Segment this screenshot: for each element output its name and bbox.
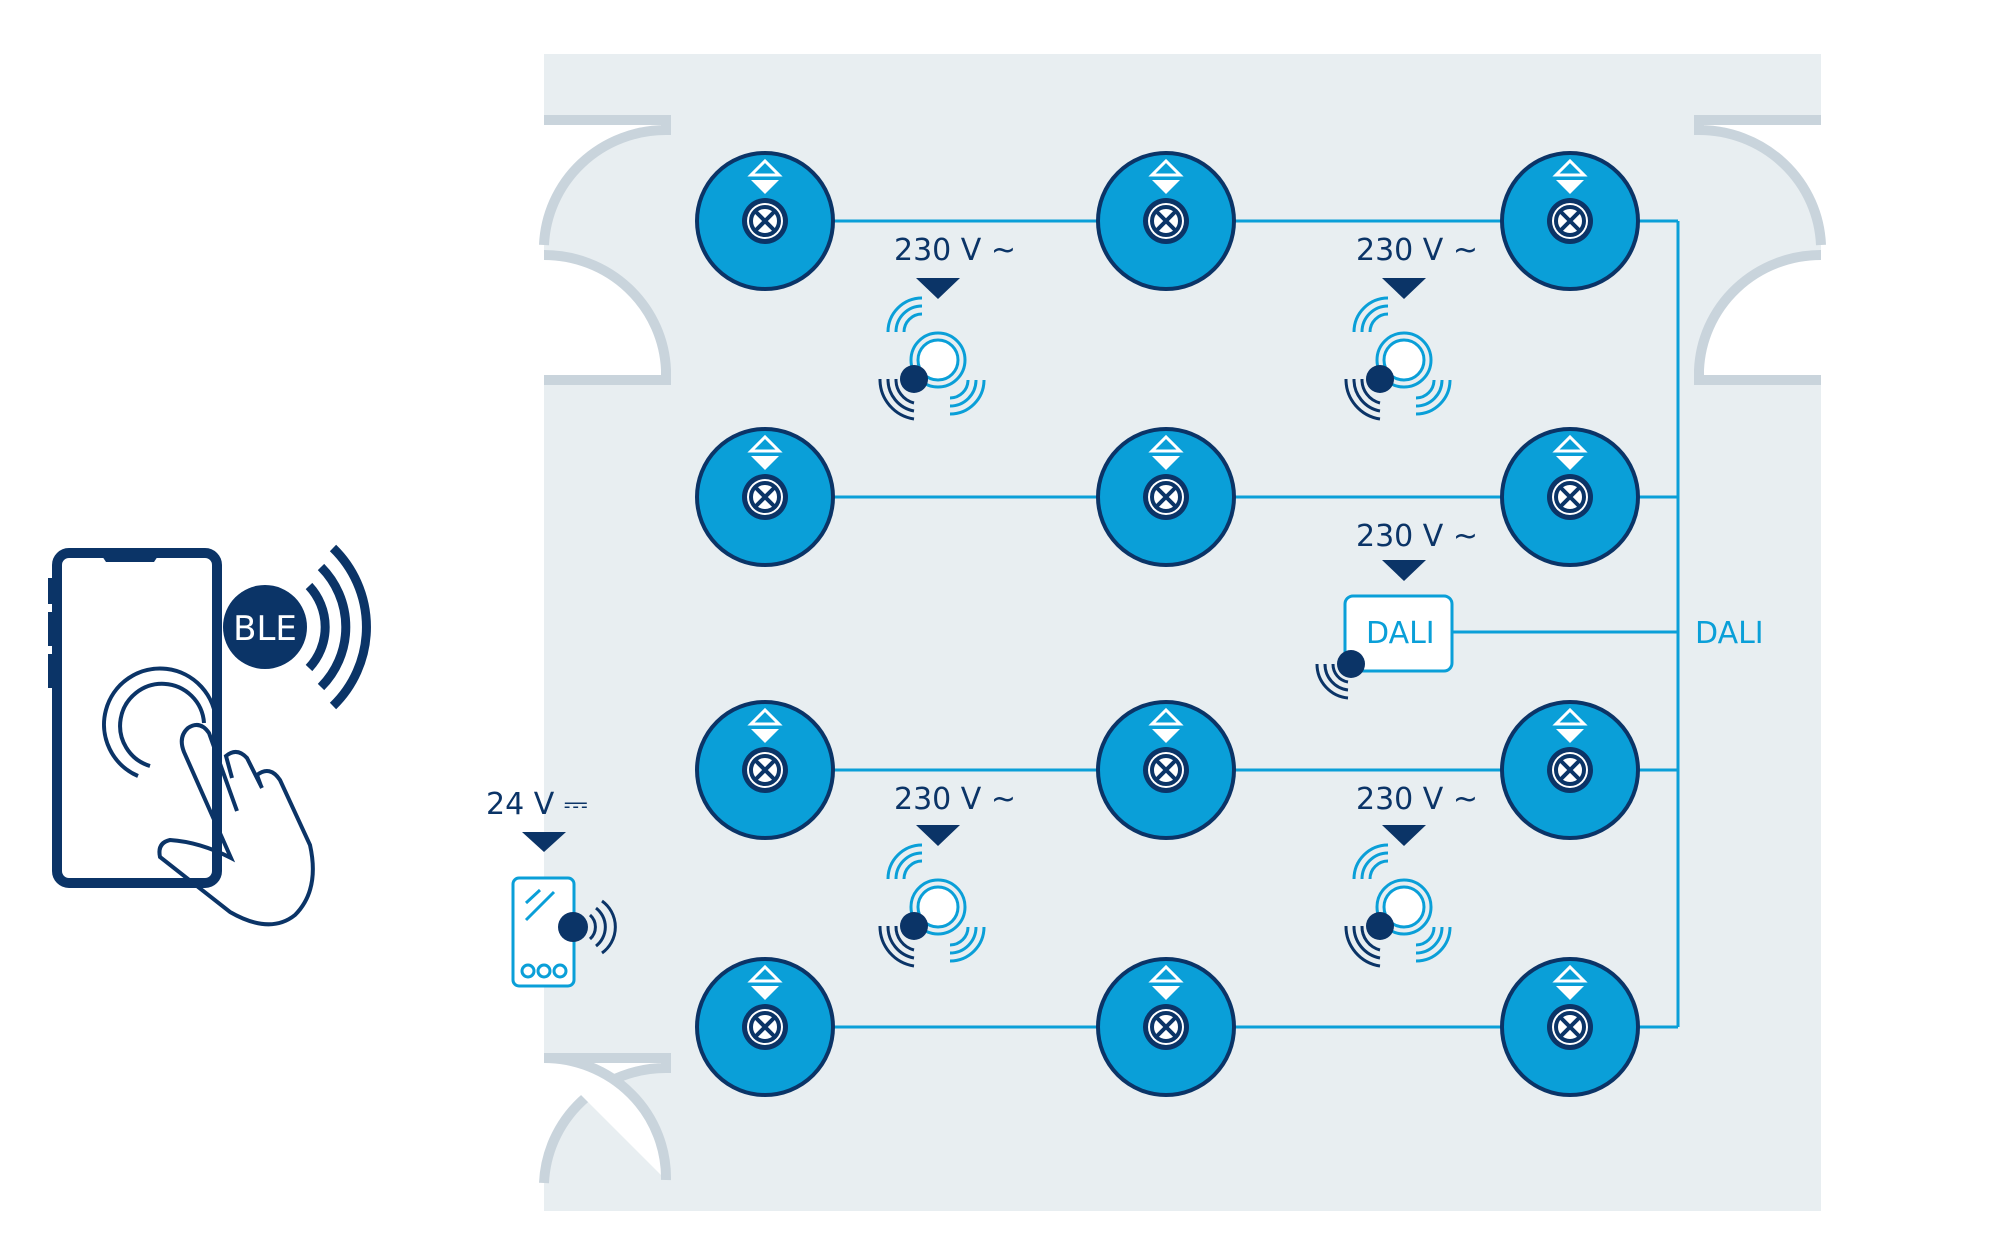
power-arrow	[1382, 560, 1426, 581]
luminaire-icon	[695, 957, 835, 1097]
wall-notch	[1694, 115, 1826, 246]
smartphone-icon	[48, 548, 222, 888]
luminaire-icon	[695, 427, 835, 567]
ble-badge: BLE	[223, 544, 371, 710]
motion-sensor-icon	[878, 825, 986, 968]
luminaire-icon	[695, 151, 835, 291]
motion-sensor-icon	[1344, 278, 1452, 421]
voltage-label-230v: 230 V ~	[1356, 233, 1478, 268]
ble-wireless-icon	[305, 544, 371, 710]
voltage-label-24v: 24 V ⎓	[486, 787, 588, 822]
luminaire-icon	[1500, 427, 1640, 567]
touch-hand-icon	[102, 666, 315, 927]
wireless-waves-icon	[1315, 663, 1349, 700]
luminaire-icon	[1500, 151, 1640, 291]
ble-label: BLE	[233, 609, 297, 649]
wireless-dot-icon	[1337, 650, 1365, 678]
luminaires	[695, 151, 1640, 1097]
wall-notch	[543, 249, 671, 385]
luminaire-icon	[1096, 957, 1236, 1097]
luminaire-icon	[1096, 427, 1236, 567]
voltage-label-230v: 230 V ~	[1356, 519, 1478, 554]
sensors	[878, 278, 1452, 968]
luminaire-icon	[1500, 700, 1640, 840]
wall-notch	[539, 115, 671, 246]
wall-notch	[1694, 249, 1822, 385]
luminaire-icon	[1096, 700, 1236, 840]
luminaire-icon	[695, 700, 835, 840]
luminaire-icon	[1096, 151, 1236, 291]
voltage-label-230v: 230 V ~	[894, 782, 1016, 817]
motion-sensor-icon	[878, 278, 986, 421]
voltage-label-230v: 230 V ~	[894, 233, 1016, 268]
wall-switch	[511, 832, 617, 988]
luminaire-icon	[1500, 957, 1640, 1097]
dali-bus-label: DALI	[1695, 616, 1764, 651]
voltage-label-230v: 230 V ~	[1356, 782, 1478, 817]
dali-controller-label: DALI	[1366, 616, 1435, 651]
room-walls	[539, 115, 1826, 1184]
dali-controller: DALI	[1315, 594, 1454, 700]
motion-sensor-icon	[1344, 825, 1452, 968]
